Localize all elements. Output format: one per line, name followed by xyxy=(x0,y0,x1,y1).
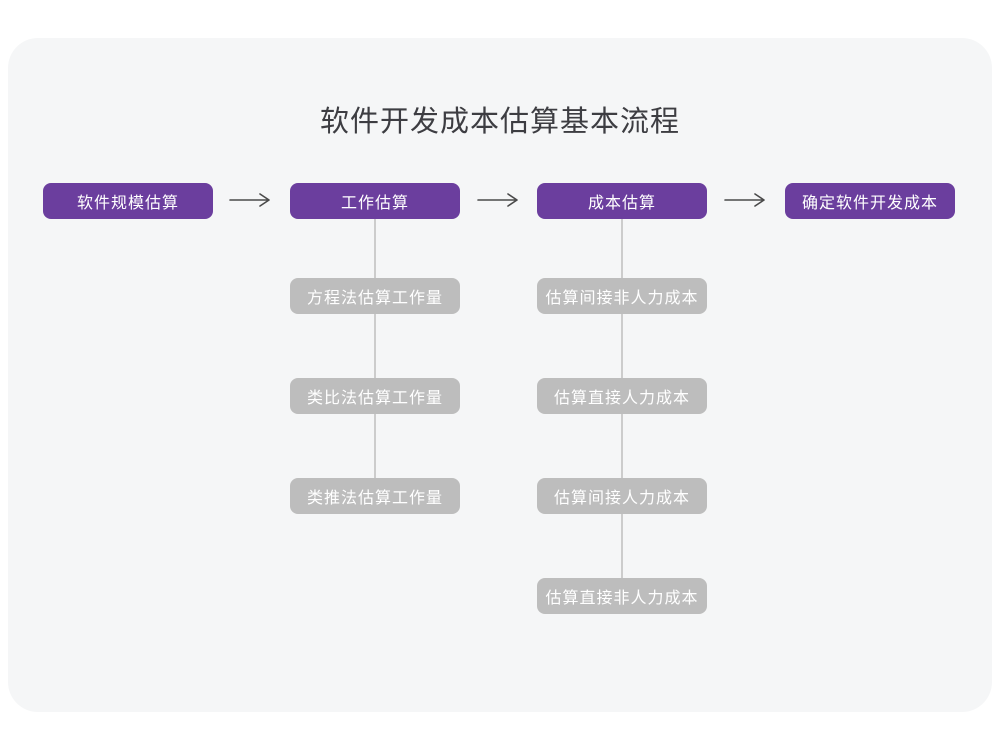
subnode-label: 估算间接人力成本 xyxy=(553,490,690,507)
subnode-label: 估算直接非人力成本 xyxy=(545,590,699,607)
flow-arrow-icon xyxy=(476,191,520,209)
connector-line-work-estimation xyxy=(374,219,376,479)
subnode-indirect-nonlabor-cost: 估算间接非人力成本 xyxy=(537,278,707,314)
flow-arrow-icon xyxy=(723,191,767,209)
subnode-label: 估算间接非人力成本 xyxy=(545,290,699,307)
subnode-indirect-labor-cost: 估算间接人力成本 xyxy=(537,478,707,514)
flow-node-label: 确定软件开发成本 xyxy=(801,195,938,212)
subnode-direct-labor-cost: 估算直接人力成本 xyxy=(537,378,707,414)
flow-node-determine-dev-cost: 确定软件开发成本 xyxy=(785,183,955,219)
flow-node-label: 软件规模估算 xyxy=(76,195,179,212)
flow-node-cost-estimation: 成本估算 xyxy=(537,183,707,219)
diagram-title: 软件开发成本估算基本流程 xyxy=(319,106,680,138)
subnode-label: 类推法估算工作量 xyxy=(306,490,443,507)
subnode-inference-method: 类推法估算工作量 xyxy=(290,478,460,514)
subnode-label: 方程法估算工作量 xyxy=(306,290,443,307)
subnode-label: 估算直接人力成本 xyxy=(553,390,690,407)
subnode-analogy-method: 类比法估算工作量 xyxy=(290,378,460,414)
flow-node-label: 工作估算 xyxy=(340,195,409,212)
subnode-label: 类比法估算工作量 xyxy=(306,390,443,407)
flow-node-work-estimation: 工作估算 xyxy=(290,183,460,219)
flow-node-software-scale-estimation: 软件规模估算 xyxy=(43,183,213,219)
subnode-direct-nonlabor-cost: 估算直接非人力成本 xyxy=(537,578,707,614)
subnode-equation-method: 方程法估算工作量 xyxy=(290,278,460,314)
flow-node-label: 成本估算 xyxy=(587,195,656,212)
diagram-card xyxy=(8,38,992,712)
flow-arrow-icon xyxy=(228,191,272,209)
